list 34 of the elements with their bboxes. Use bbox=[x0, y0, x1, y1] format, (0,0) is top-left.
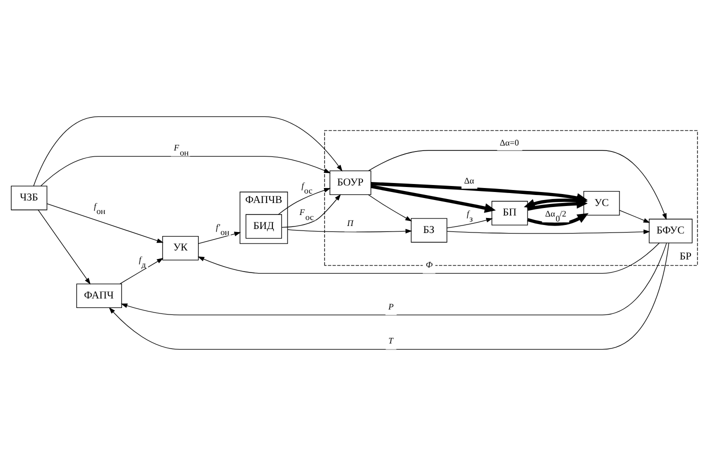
arrow bbox=[278, 188, 331, 215]
arrow bbox=[282, 194, 341, 228]
edge-label: Δα=0 bbox=[500, 137, 519, 148]
edge-label: Δα bbox=[464, 176, 474, 186]
arrow bbox=[33, 116, 342, 186]
arrow bbox=[120, 258, 164, 284]
arrow bbox=[40, 156, 331, 186]
node-box: ФАПЧ bbox=[76, 284, 122, 308]
arrow bbox=[619, 210, 650, 223]
edge-label: P bbox=[388, 301, 394, 312]
arrow bbox=[368, 150, 667, 220]
arrow bbox=[370, 184, 496, 213]
node-box: БЗ bbox=[410, 218, 448, 243]
node-box: БИД bbox=[246, 214, 282, 239]
edge-label: П bbox=[347, 218, 354, 228]
arrow bbox=[446, 230, 650, 234]
arrow bbox=[198, 232, 241, 244]
arrow bbox=[527, 198, 588, 211]
node-box: УК bbox=[162, 236, 199, 260]
arrow bbox=[446, 218, 493, 228]
node-box: УС bbox=[583, 191, 620, 216]
arrow bbox=[370, 182, 588, 203]
arrow bbox=[108, 242, 670, 350]
arrow bbox=[368, 194, 412, 222]
arrow bbox=[527, 213, 589, 226]
node-box: БП bbox=[492, 200, 528, 226]
node-box: БФУС bbox=[648, 218, 693, 244]
edge-label: T bbox=[388, 336, 394, 346]
arrow bbox=[46, 203, 164, 243]
node-box: БОУР bbox=[330, 170, 372, 195]
node-box: ЧЗБ bbox=[10, 186, 48, 210]
arrow bbox=[287, 228, 412, 234]
arrow bbox=[524, 196, 588, 208]
arrow bbox=[38, 210, 91, 285]
